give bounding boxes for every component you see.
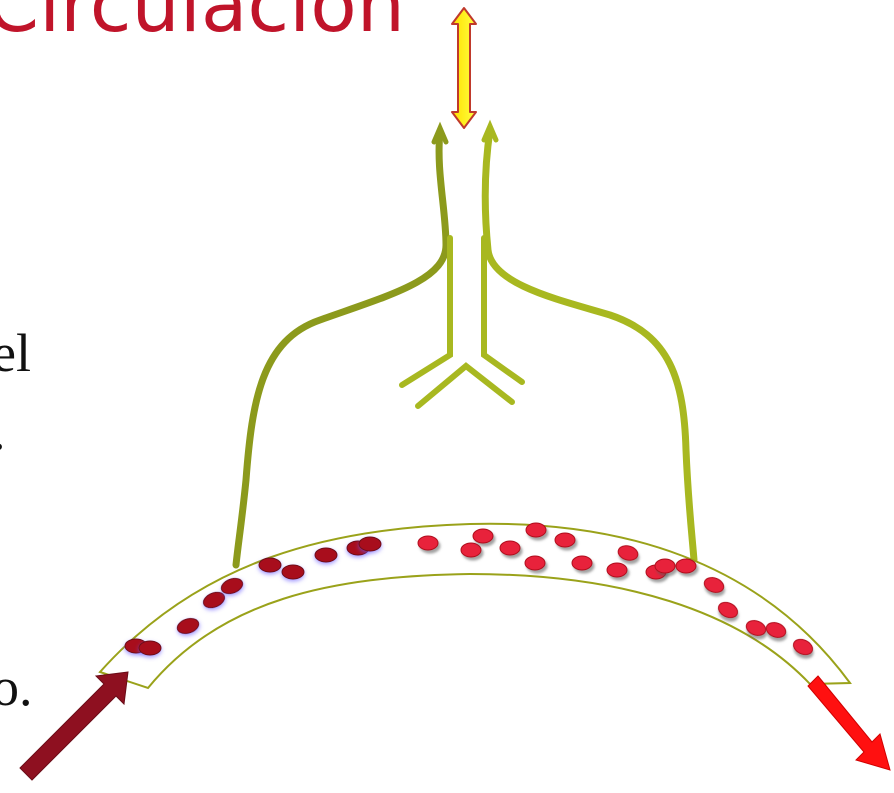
airway	[236, 126, 694, 565]
blood-inflow-arrow	[20, 672, 128, 780]
blood-outflow-arrow	[808, 676, 890, 770]
air-exchange-icon	[452, 8, 476, 128]
